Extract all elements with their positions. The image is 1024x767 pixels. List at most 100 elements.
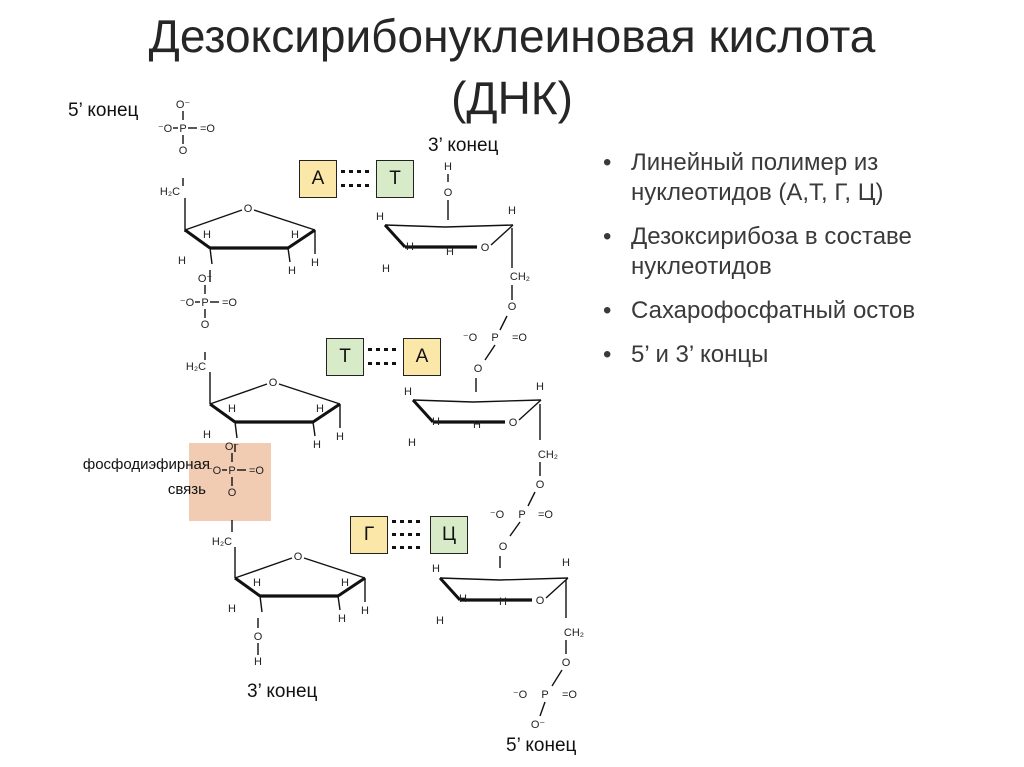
bond-line xyxy=(184,209,243,231)
bond-line xyxy=(384,224,446,228)
atom-label: =O xyxy=(538,509,553,521)
atom-label: O xyxy=(474,363,483,375)
atom-label: H xyxy=(376,211,384,223)
hydrogen-bonds-2 xyxy=(368,348,396,365)
atom-label: H xyxy=(432,563,440,575)
atom-label: H xyxy=(508,205,516,217)
atom-label: H xyxy=(313,439,321,451)
atom-label: H xyxy=(254,656,262,668)
base-pair-1-left: А xyxy=(299,160,337,198)
atom-label: H xyxy=(406,241,414,253)
atom-label: H xyxy=(311,257,319,269)
atom-label: H xyxy=(444,161,452,173)
bond-label-line2: связь xyxy=(167,481,206,498)
page-subtitle: (ДНК) xyxy=(451,72,573,124)
bond-line xyxy=(439,577,501,581)
bond-line xyxy=(234,421,238,439)
bond-line xyxy=(234,576,261,598)
bond-line xyxy=(337,576,366,598)
atom-label: H xyxy=(253,577,261,589)
bond-line xyxy=(184,228,211,250)
atom-label: H xyxy=(404,386,412,398)
base-pair-3-left: Г xyxy=(350,516,388,554)
bullet-item: • Сахарофосфатный остов xyxy=(603,296,1013,326)
three-prime-end-label-top: 3’ конец xyxy=(428,135,499,156)
atom-label: CH₂ xyxy=(538,449,558,461)
atom-label: P xyxy=(228,465,235,477)
bond-line xyxy=(438,576,462,602)
bond-label-line1: фосфодиэфирная xyxy=(82,456,210,473)
bond-line xyxy=(484,344,496,361)
atom-label: O⁻ xyxy=(225,441,240,453)
atom-label: O xyxy=(536,479,545,491)
bullet-dot: • xyxy=(603,149,612,176)
bond-line xyxy=(499,577,569,581)
atom-label: H xyxy=(336,431,344,443)
atom-label: P xyxy=(179,123,186,135)
atom-label: ⁻O xyxy=(158,123,173,135)
atom-label: H xyxy=(382,263,390,275)
base-pair-2-right: А xyxy=(403,338,441,376)
base-pair-1-right: Т xyxy=(376,160,414,198)
bond-line xyxy=(383,223,407,249)
atom-label: ⁻O xyxy=(207,465,222,477)
atom-label: =O xyxy=(562,689,577,701)
atom-label: H xyxy=(446,246,454,258)
atom-label: P xyxy=(541,689,548,701)
atom-label: O xyxy=(499,541,508,553)
atom-label: O⁻ xyxy=(531,719,546,731)
atom-label: H xyxy=(361,605,369,617)
bond-line xyxy=(303,557,366,579)
bond-line xyxy=(209,383,268,405)
bullet-text: Дезоксирибоза в составе нуклеотидов xyxy=(631,223,912,280)
hydrogen-bonds-3 xyxy=(392,520,420,549)
atom-label: H xyxy=(562,557,570,569)
atom-label: O xyxy=(269,377,278,389)
bond-line xyxy=(312,402,341,424)
atom-label: H xyxy=(536,381,544,393)
bullet-list: • Линейный полимер из нуклеотидов (А,Т, Г… xyxy=(603,148,1013,384)
atom-label: O xyxy=(294,551,303,563)
bond-line xyxy=(412,399,474,403)
bullet-dot: • xyxy=(603,297,612,324)
atom-label: =O xyxy=(222,297,237,309)
atom-label: ⁻O xyxy=(463,332,478,344)
atom-label: H xyxy=(316,403,324,415)
atom-label: H xyxy=(203,429,211,441)
atom-label: H xyxy=(291,229,299,241)
atom-label: ⁻O xyxy=(490,509,505,521)
atom-label: O xyxy=(201,319,210,331)
bond-line xyxy=(278,383,341,405)
hydrogen-bonds-1 xyxy=(341,170,369,187)
bond-line xyxy=(444,224,514,228)
bond-line xyxy=(518,399,542,421)
atom-label: =O xyxy=(249,465,264,477)
atom-label: O xyxy=(244,203,253,215)
atom-label: H xyxy=(459,593,467,605)
atom-label: H xyxy=(436,615,444,627)
atom-label: H xyxy=(499,596,507,608)
bond-line xyxy=(287,247,291,263)
atom-label: O xyxy=(508,301,517,313)
atom-label: O xyxy=(228,487,237,499)
atom-label: H xyxy=(341,577,349,589)
atom-label: H xyxy=(203,229,211,241)
bond-line xyxy=(539,701,546,717)
atom-label: O xyxy=(562,657,571,669)
atom-label: H xyxy=(228,603,236,615)
atom-label: H xyxy=(228,403,236,415)
bullet-text: Сахарофосфатный остов xyxy=(631,297,916,324)
bullet-text: Линейный полимер из нуклеотидов (А,Т, Г,… xyxy=(631,149,884,206)
atom-label: H₂C xyxy=(212,536,232,548)
atom-label: O xyxy=(509,417,518,429)
bullet-dot: • xyxy=(603,223,612,250)
five-prime-end-label-bottom: 5’ конец xyxy=(506,735,577,756)
bullet-text: 5’ и 3’ концы xyxy=(631,341,769,368)
atom-label: O xyxy=(179,145,188,157)
atom-label: O xyxy=(481,242,490,254)
bond-line xyxy=(499,315,508,331)
atom-label: H₂C xyxy=(186,361,206,373)
atom-label: O⁻ xyxy=(176,99,191,111)
bond-line xyxy=(253,209,316,231)
